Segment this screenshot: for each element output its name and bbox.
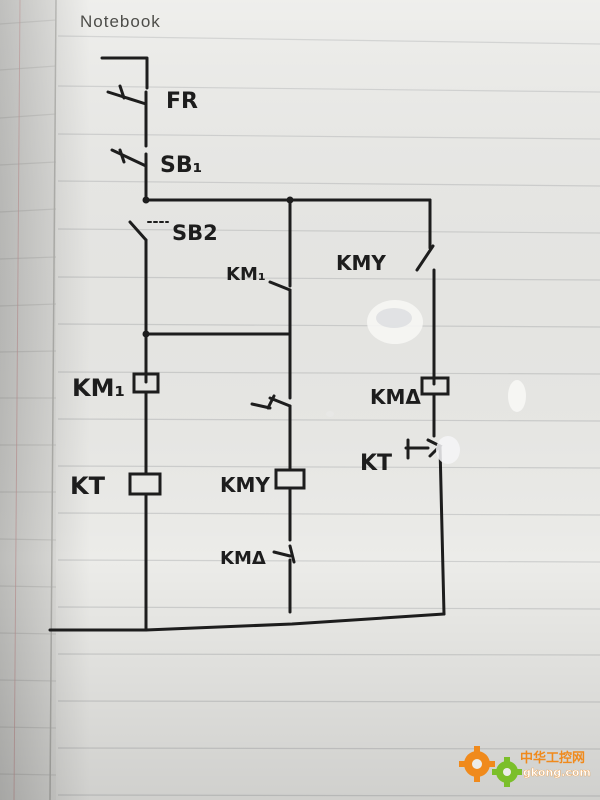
notebook-header: Notebook (80, 12, 161, 31)
correction-smudges (326, 300, 526, 464)
diagram-labels: FR SB₁ SB2 KM₁ KMY KM₁ KT KMY KMΔ KMΔ KT (70, 89, 421, 569)
watermark-domain: gkong.com (523, 766, 591, 779)
watermark-brand: 中华工控网 (520, 750, 585, 766)
label-kmy-coil: KMY (220, 473, 270, 497)
circuit-symbols (118, 84, 450, 564)
label-kt-timer-contact: KT (360, 451, 392, 476)
km1-coil-symbol (132, 372, 160, 394)
kmd-coil-symbol (420, 376, 450, 396)
kt-nc-contact-symbol (250, 394, 292, 410)
kmy-coil-symbol (274, 468, 306, 490)
label-km1-coil: KM₁ (72, 374, 125, 402)
gkong-watermark: 中华工控网 gkong.com (459, 746, 591, 787)
label-sb1: SB₁ (160, 153, 202, 178)
label-kmy-contact: KMY (336, 251, 386, 275)
label-kmd-contact: KMΔ (220, 548, 266, 569)
gear-logo-icon (459, 746, 522, 787)
label-sb2: SB2 (172, 221, 218, 245)
label-kt-coil: KT (70, 472, 106, 500)
sb1-contact-mark (118, 148, 126, 164)
kmd-contact-symbol (272, 544, 296, 564)
fr-contact-mark (118, 84, 126, 100)
label-km1-contact: KM₁ (226, 264, 266, 285)
kt-coil-symbol (128, 472, 162, 496)
label-fr: FR (166, 89, 198, 114)
junction-dots (142, 196, 294, 338)
label-kmd-coil: KMΔ (370, 385, 421, 409)
